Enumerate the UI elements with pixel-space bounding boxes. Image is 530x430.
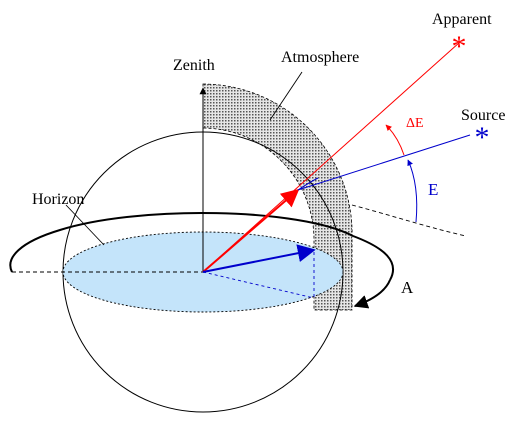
delta-e-arc — [385, 124, 405, 156]
source-label: Source — [461, 107, 505, 124]
horizon-leader — [65, 204, 105, 246]
source-ray — [297, 134, 471, 191]
refraction-curve — [297, 177, 319, 191]
elevation-label: E — [428, 180, 438, 199]
source-star-icon: * — [475, 121, 490, 154]
elevation-arc — [407, 159, 418, 223]
azimuth-arrow — [353, 279, 391, 309]
zenith-label: Zenith — [173, 57, 215, 74]
horizon-label: Horizon — [32, 191, 84, 208]
atmosphere-label: Atmosphere — [281, 49, 359, 66]
source-vector — [202, 244, 316, 273]
horizon-tangent-line — [351, 204, 467, 237]
delta-e-label: ΔE — [406, 116, 424, 131]
atmosphere-leader — [269, 71, 303, 121]
apparent-label: Apparent — [432, 11, 492, 28]
apparent-ray — [202, 41, 461, 273]
horizon-ring — [9, 211, 354, 273]
horizon-ring-right — [352, 235, 395, 281]
apparent-star-icon: * — [452, 30, 467, 63]
apparent-vector — [202, 188, 300, 273]
azimuth-label: A — [401, 278, 414, 297]
azimuth-projection-line — [202, 271, 315, 299]
